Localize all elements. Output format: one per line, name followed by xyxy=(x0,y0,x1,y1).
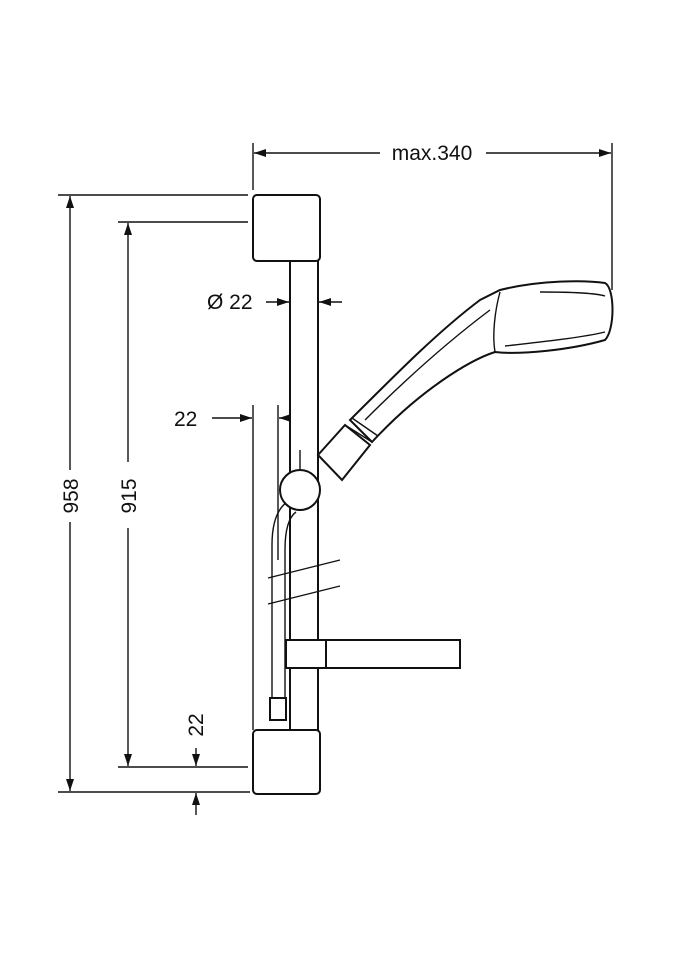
wall-offset-dimension: 22 xyxy=(174,405,302,730)
total-height-dimension: 958 xyxy=(58,194,250,793)
shower-holder xyxy=(279,423,372,511)
mount-spacing-label: 915 xyxy=(118,478,141,513)
soap-dish xyxy=(285,639,461,669)
wall-offset-label: 22 xyxy=(174,408,197,431)
max-reach-label: max.340 xyxy=(392,142,473,165)
mount-spacing-dimension: 915 xyxy=(118,221,248,768)
rail-diameter-label: Ø 22 xyxy=(207,291,253,314)
hand-shower xyxy=(344,280,614,444)
hose-connector xyxy=(269,697,287,721)
max-reach-dimension: max.340 xyxy=(252,142,613,290)
bottom-offset-dimension: 22 xyxy=(185,713,208,815)
bottom-offset-label: 22 xyxy=(185,713,208,736)
total-height-label: 958 xyxy=(60,478,83,513)
rail-diameter-dimension: Ø 22 xyxy=(207,291,342,314)
